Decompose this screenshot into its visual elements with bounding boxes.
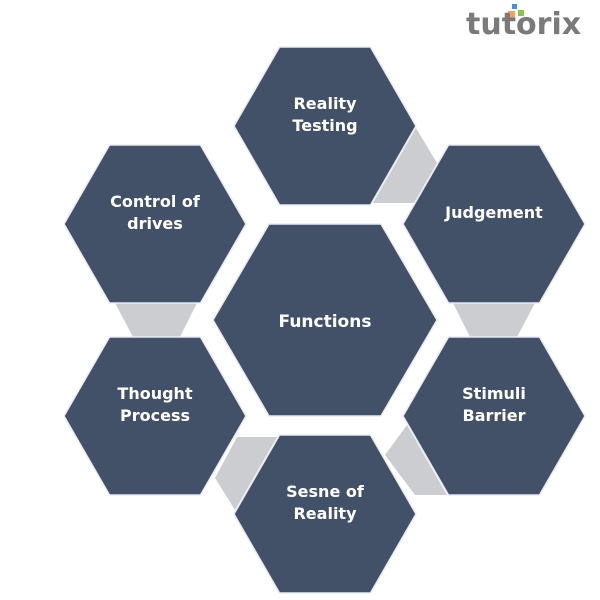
svg-text:tutorix: tutorix xyxy=(466,7,581,42)
hex-label-line: Control of xyxy=(110,192,201,211)
hexagon-control-of-drives xyxy=(63,144,247,304)
tutorix-logo: tutorix xyxy=(466,4,581,42)
connector-stimuli-sense xyxy=(385,425,447,495)
connector-judgement-stimuli xyxy=(453,303,535,337)
hex-label: Judgement xyxy=(444,203,543,222)
hexagon-reality-testing xyxy=(233,46,417,206)
hex-label-line: Process xyxy=(120,406,190,425)
hex-label-line: Sesne of xyxy=(286,482,365,501)
hex-label: Sesne of Reality xyxy=(286,482,365,523)
connector-sense-thought xyxy=(215,437,277,510)
hex-label-line: Stimuli xyxy=(462,384,526,403)
hex-label-line: Barrier xyxy=(463,406,526,425)
connector-reality-judgement xyxy=(373,128,437,203)
hexagon-sense-of-reality xyxy=(233,434,417,594)
hexagon-thought-process xyxy=(63,336,247,496)
hexagon-functions xyxy=(212,223,438,417)
hex-label: Control of drives xyxy=(110,192,201,233)
center-label-text: Functions xyxy=(279,312,372,332)
hexagon-stimuli-barrier xyxy=(402,336,586,496)
hex-label-line: Reality xyxy=(293,94,357,113)
hex-label-line: Reality xyxy=(293,504,357,523)
hex-label-line: Thought xyxy=(117,384,193,403)
hex-label-line: Judgement xyxy=(444,203,543,222)
hexagon-judgement xyxy=(402,144,586,304)
connector-thought-control xyxy=(115,303,197,337)
hex-label-line: Testing xyxy=(292,116,357,135)
hex-label-line: drives xyxy=(127,214,183,233)
